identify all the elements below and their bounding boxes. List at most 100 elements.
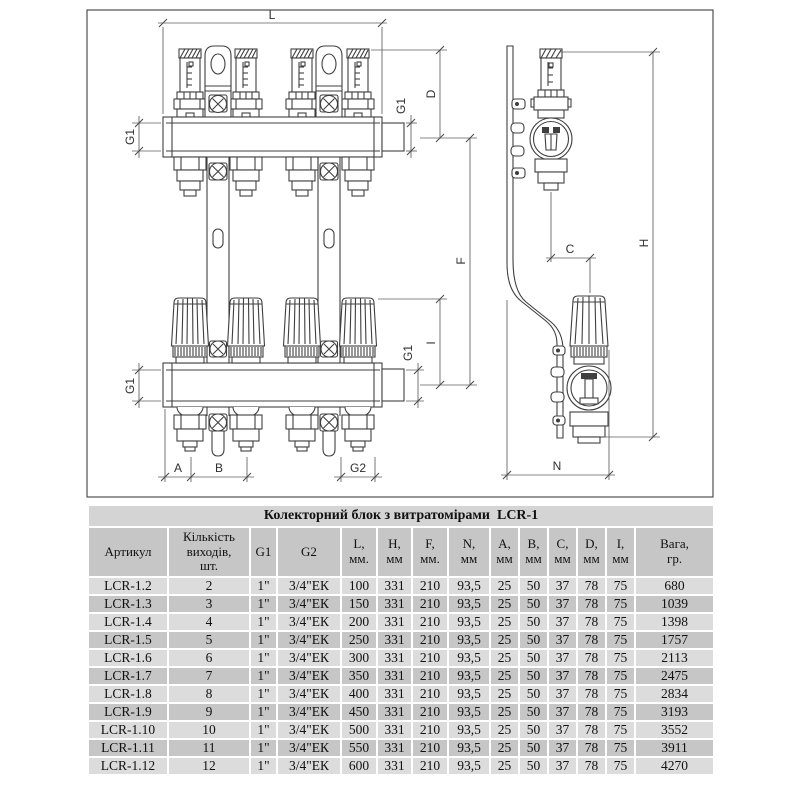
side-thermo-valve bbox=[566, 295, 612, 444]
thermostatic-knob bbox=[170, 297, 210, 364]
dim-label-D: D bbox=[424, 89, 438, 98]
table-cell: 2834 bbox=[636, 686, 714, 702]
table-cell: LCR-1.2 bbox=[89, 578, 167, 594]
table-cell: 331 bbox=[378, 668, 411, 684]
dim-label-G1-top-left: G1 bbox=[123, 129, 137, 145]
table-cell: 93,5 bbox=[449, 650, 489, 666]
table-cell: 1" bbox=[251, 596, 276, 612]
table-cell: 12 bbox=[169, 758, 249, 774]
table-cell: 680 bbox=[636, 578, 714, 594]
table-cell: 3552 bbox=[636, 722, 714, 738]
table-cell: 1039 bbox=[636, 596, 714, 612]
col-header-b: B, мм bbox=[520, 528, 547, 576]
col-header-n: N, мм bbox=[449, 528, 489, 576]
col-header-f: F, мм. bbox=[413, 528, 447, 576]
col-header-l: L, мм. bbox=[342, 528, 376, 576]
table-cell: 550 bbox=[342, 740, 376, 756]
valve-union bbox=[285, 156, 319, 197]
table-cell: 300 bbox=[342, 650, 376, 666]
dim-label-B: B bbox=[215, 461, 223, 475]
table-cell: 75 bbox=[607, 758, 634, 774]
table-cell: 50 bbox=[520, 722, 547, 738]
dim-label-G1-bottom-right: G1 bbox=[401, 345, 415, 361]
table-cell: 331 bbox=[378, 578, 411, 594]
valve-union bbox=[229, 156, 263, 197]
table-cell: 331 bbox=[378, 722, 411, 738]
table-cell: 331 bbox=[378, 704, 411, 720]
table-cell: 50 bbox=[520, 632, 547, 648]
table-cell: 37 bbox=[549, 722, 576, 738]
mounting-bracket bbox=[204, 45, 232, 118]
table-cell: 25 bbox=[491, 758, 518, 774]
flow-meter bbox=[173, 48, 207, 118]
table-cell: 210 bbox=[413, 722, 447, 738]
table-cell: 1" bbox=[251, 650, 276, 666]
table-cell: 37 bbox=[549, 614, 576, 630]
table-cell: 210 bbox=[413, 668, 447, 684]
table-cell: 3/4"ЕК bbox=[278, 740, 340, 756]
table-cell: 25 bbox=[491, 632, 518, 648]
table-cell: 3/4"ЕК bbox=[278, 722, 340, 738]
table-cell: 1" bbox=[251, 740, 276, 756]
table-cell: 200 bbox=[342, 614, 376, 630]
table-cell: 1" bbox=[251, 614, 276, 630]
table-cell: 331 bbox=[378, 614, 411, 630]
table-cell: LCR-1.10 bbox=[89, 722, 167, 738]
thermostatic-knob bbox=[226, 297, 266, 364]
col-header-g2: G2 bbox=[278, 528, 340, 576]
table-cell: 100 bbox=[342, 578, 376, 594]
table-cell: 450 bbox=[342, 704, 376, 720]
table-cell: 75 bbox=[607, 596, 634, 612]
outlet-connector bbox=[229, 406, 263, 452]
dim-label-A: A bbox=[174, 461, 182, 475]
table-cell: 37 bbox=[549, 686, 576, 702]
table-cell: 1" bbox=[251, 758, 276, 774]
table-cell: 93,5 bbox=[449, 578, 489, 594]
supply-manifold-bar bbox=[162, 116, 405, 158]
table-cell: 93,5 bbox=[449, 632, 489, 648]
col-header-h: H, мм bbox=[378, 528, 411, 576]
table-cell: 37 bbox=[549, 632, 576, 648]
table-cell: 7 bbox=[169, 668, 249, 684]
table-cell: 50 bbox=[520, 650, 547, 666]
table-cell: 75 bbox=[607, 722, 634, 738]
table-cell: 37 bbox=[549, 650, 576, 666]
table-cell: 25 bbox=[491, 686, 518, 702]
table-cell: 331 bbox=[378, 686, 411, 702]
table-cell: 75 bbox=[607, 740, 634, 756]
table-cell: LCR-1.12 bbox=[89, 758, 167, 774]
valve-union bbox=[173, 156, 207, 197]
col-header-c: C, мм bbox=[549, 528, 576, 576]
table-cell: 4270 bbox=[636, 758, 714, 774]
table-cell: 331 bbox=[378, 632, 411, 648]
table-title: Колекторний блок з витратомірами LCR-1 bbox=[89, 506, 714, 526]
table-cell: 331 bbox=[378, 650, 411, 666]
table-cell: 25 bbox=[491, 704, 518, 720]
table-cell: 11 bbox=[169, 740, 249, 756]
table-cell: 600 bbox=[342, 758, 376, 774]
table-cell: 78 bbox=[578, 722, 605, 738]
dim-label-N: N bbox=[553, 459, 562, 473]
table-cell: 75 bbox=[607, 614, 634, 630]
table-cell: 150 bbox=[342, 596, 376, 612]
technical-drawing: L G1 G1 G1 D F I bbox=[86, 8, 714, 498]
table-cell: 5 bbox=[169, 632, 249, 648]
dim-label-L: L bbox=[269, 8, 276, 22]
side-flow-meter-valve bbox=[529, 48, 573, 191]
table-cell: 210 bbox=[413, 686, 447, 702]
side-view bbox=[506, 45, 612, 444]
mounting-bracket bbox=[315, 45, 343, 118]
bracket-strap bbox=[206, 156, 230, 364]
table-cell: 2 bbox=[169, 578, 249, 594]
table-cell: 25 bbox=[491, 650, 518, 666]
flow-meter bbox=[229, 48, 263, 118]
table-cell: 25 bbox=[491, 614, 518, 630]
table-cell: 75 bbox=[607, 632, 634, 648]
table-cell: 3/4"ЕК bbox=[278, 758, 340, 774]
